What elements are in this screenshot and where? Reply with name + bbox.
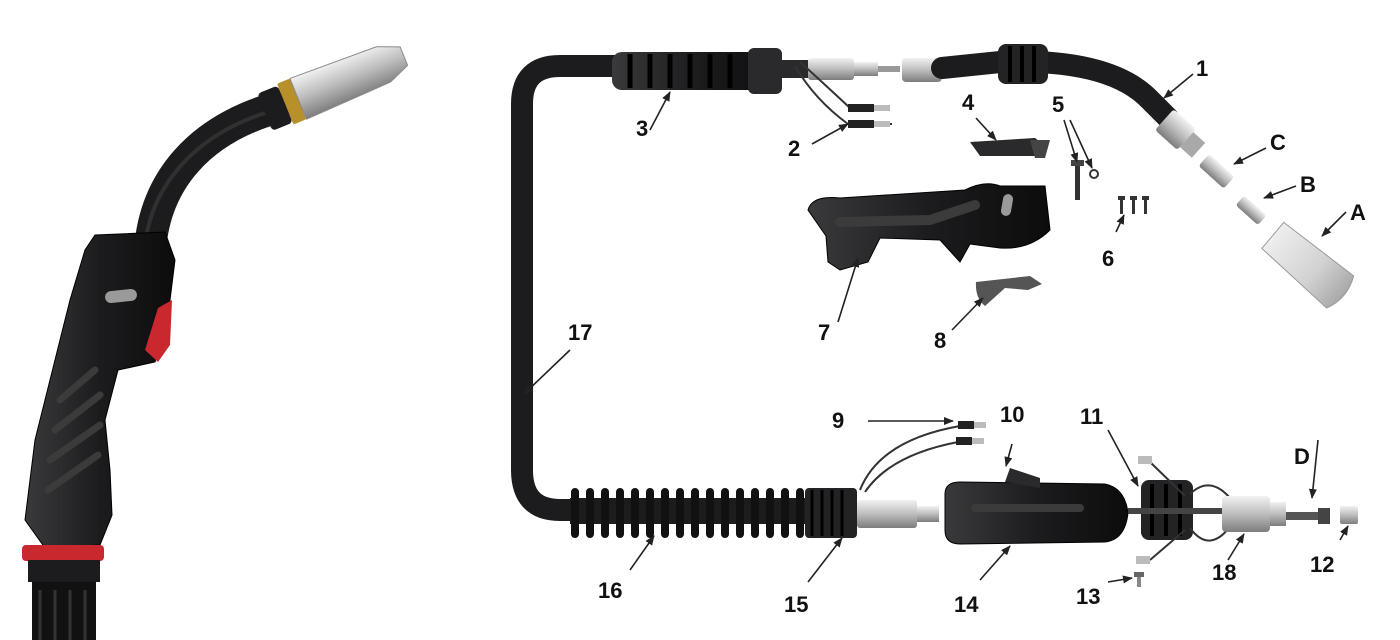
callout-c: C: [1270, 130, 1286, 155]
part-15-ferrule: [805, 488, 857, 538]
callout-5: 5: [1052, 92, 1064, 117]
part-16-spring-guard: [570, 488, 810, 538]
callout-7: 7: [818, 320, 830, 345]
callout-leader-lines: [523, 73, 1349, 584]
part-5-screw-and-nut: [1071, 160, 1099, 200]
callout-11: 11: [1080, 404, 1103, 429]
assembled-torch: [22, 46, 409, 640]
part-9-wires: [859, 421, 986, 493]
callout-2: 2: [788, 136, 800, 161]
callout-12: 12: [1310, 552, 1334, 577]
callout-18: 18: [1212, 560, 1236, 585]
callout-16: 16: [598, 578, 622, 603]
callout-3: 3: [636, 116, 648, 141]
callout-labels: 1 2 3 4 5 6 7 8 9 10 11 12 13 14 15 16 1…: [568, 56, 1366, 617]
part-13-screw: [1134, 572, 1144, 587]
part-6-screws: [1118, 196, 1149, 214]
callout-13: 13: [1076, 584, 1100, 609]
exploded-view: [511, 44, 1358, 587]
part-7-handle: [807, 183, 1051, 271]
part-12-end-cap: [1340, 506, 1358, 524]
part-c-tip-holder: [1199, 155, 1234, 188]
callout-17: 17: [568, 320, 592, 345]
callout-8: 8: [934, 328, 946, 353]
callout-10: 10: [1000, 402, 1024, 427]
callout-9: 9: [832, 408, 844, 433]
callout-b: B: [1300, 172, 1316, 197]
part-8-trigger: [975, 276, 1042, 306]
part-4-trigger-cover: [970, 138, 1050, 158]
callout-d: D: [1294, 444, 1310, 469]
part-3-cable-support-sleeve: [612, 48, 782, 94]
part-a-nozzle: [1261, 221, 1355, 309]
callout-14: 14: [954, 592, 979, 617]
part-b-contact-tip: [1236, 196, 1266, 224]
callout-6: 6: [1102, 246, 1114, 271]
callout-1: 1: [1196, 56, 1208, 81]
part-18-central-connector: [1136, 456, 1330, 564]
callout-a: A: [1350, 200, 1366, 225]
callout-4: 4: [962, 90, 975, 115]
part-10-locking-clip: [1005, 468, 1040, 488]
callout-15: 15: [784, 592, 808, 617]
part-14-rear-handle: [944, 481, 1129, 545]
